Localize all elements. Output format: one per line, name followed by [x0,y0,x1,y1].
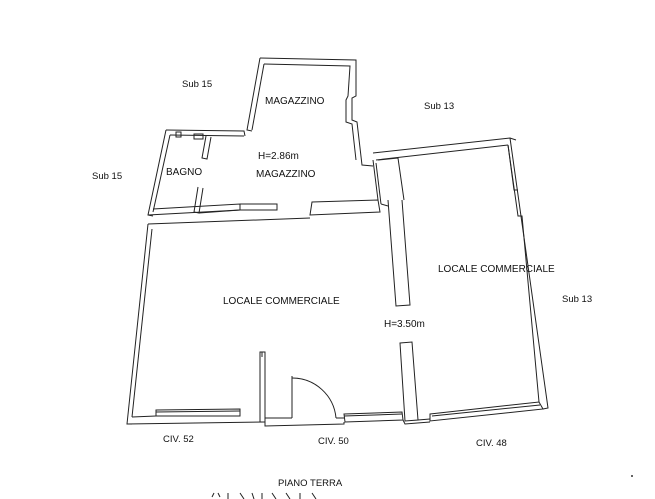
room-label-height-storage: H=2.86m [258,151,299,162]
room-label-bagno: BAGNO [166,167,202,178]
partition-column [372,157,411,307]
neighbour-label-sub15-left: Sub 15 [92,171,122,182]
room-label-magazzino-mid: MAGAZZINO [256,169,316,180]
shop-left-walls [126,223,153,425]
entrance-label-civ52: CIV. 52 [163,434,194,445]
corner-mark [631,475,633,477]
floor-title: PIANO TERRA [278,478,343,489]
cropped-text-fragment [211,492,317,499]
shop-right-walls [372,137,549,410]
storage-upper-walls [246,57,374,167]
neighbour-label-sub13-top: Sub 13 [424,101,454,112]
neighbour-label-sub13-right: Sub 13 [562,294,592,305]
room-label-magazzino-top: MAGAZZINO [265,96,325,107]
room-label-height-shop: H=3.50m [384,319,425,330]
room-label-locale-left: LOCALE COMMERCIALE [223,296,340,307]
storage-bottom-wall [147,199,381,225]
entrance-label-civ48: CIV. 48 [476,438,507,449]
neighbour-label-sub15-top: Sub 15 [182,79,212,90]
room-label-locale-right: LOCALE COMMERCIALE [438,264,555,275]
facade-walls [126,341,544,427]
entrance-label-civ50: CIV. 50 [318,436,349,447]
